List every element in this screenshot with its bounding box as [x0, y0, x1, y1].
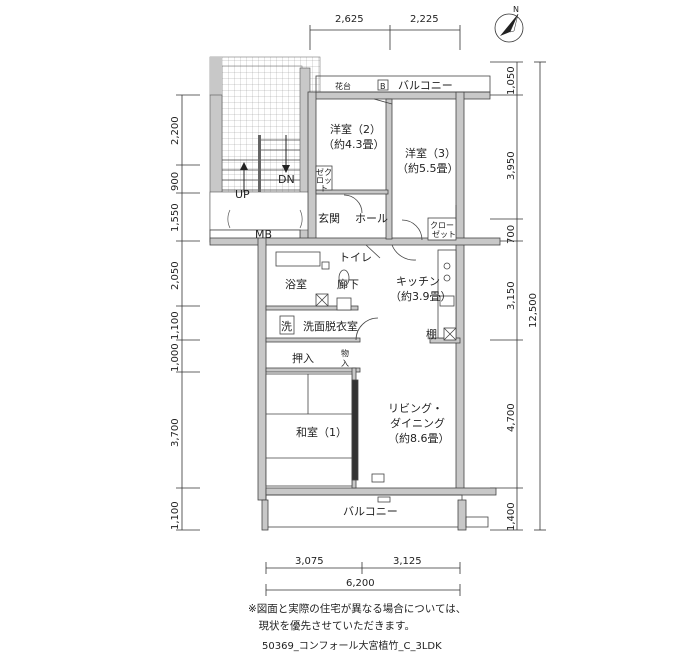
room-hall: ホール	[355, 212, 388, 225]
room-living-2: ダイニング	[390, 416, 445, 430]
room-japanese: 和室（1）	[296, 425, 347, 439]
shelf-label: 棚	[426, 327, 437, 341]
flower-box-label: 花台	[335, 81, 351, 91]
room-western3: 洋室（3）	[405, 146, 456, 160]
disclaimer-note: ※図面と実際の住宅が異なる場合については、 現状を優先させていただきます。	[248, 601, 466, 635]
dim-right-6: 1,400	[506, 502, 517, 531]
room-storage-2: 入	[341, 359, 349, 368]
balcony-south-label: バルコニー	[343, 505, 398, 518]
b-mark: B	[380, 82, 386, 91]
compass-n-label: N	[513, 5, 519, 14]
north-balcony	[315, 75, 491, 105]
closet-hall-1: クロー	[430, 221, 454, 230]
dim-left-3: 1,550	[170, 203, 181, 232]
fixtures	[265, 165, 457, 503]
dimension-lines	[176, 25, 546, 596]
room-western2: 洋室（2）	[330, 122, 381, 136]
room-genkan: 玄関	[318, 211, 340, 225]
dim-right-3: 700	[506, 225, 517, 244]
dim-right-5: 4,700	[506, 403, 517, 432]
dim-top-2: 2,225	[410, 14, 439, 25]
dim-right-4: 3,150	[506, 281, 517, 310]
dim-left-1: 2,200	[170, 116, 181, 145]
south-balcony	[261, 494, 489, 531]
closet-small-2: ロッ	[316, 176, 332, 185]
room-bath: 浴室	[285, 277, 307, 291]
room-kitchen: キッチン	[396, 275, 440, 288]
room-labels: 洋室（2） （約4.3畳） 洋室（3） （約5.5畳） キッチン （約3.9畳）…	[235, 79, 459, 518]
washer-label: 洗	[281, 320, 292, 333]
room-western3-size: （約5.5畳）	[397, 161, 459, 175]
stair-down: DN	[278, 173, 295, 186]
dim-bottom-total: 6,200	[346, 578, 375, 589]
room-western2-size: （約4.3畳）	[323, 137, 385, 151]
mb-label: MB	[255, 228, 272, 241]
stair-up: UP	[235, 188, 250, 201]
dim-right-2: 3,950	[506, 151, 517, 180]
room-storage-1: 物	[341, 348, 349, 358]
room-living-size: （約8.6畳）	[388, 431, 450, 445]
dim-left-2: 900	[170, 172, 181, 191]
closet-hall-2: ゼット	[432, 229, 456, 239]
compass-icon: N	[494, 5, 524, 43]
room-kitchen-size: （約3.9畳）	[390, 289, 452, 303]
dim-right-total: 12,500	[528, 293, 539, 328]
dim-top-1: 2,625	[335, 14, 364, 25]
dim-bottom-1: 3,075	[295, 556, 324, 567]
disclaimer-line-2: 現状を優先させていただきます。	[248, 620, 415, 632]
dim-left-4: 2,050	[170, 261, 181, 290]
room-corridor: 廊下	[337, 277, 359, 291]
dim-left-7: 3,700	[170, 418, 181, 447]
closet-small-3: ト	[320, 184, 328, 193]
dim-left-8: 1,100	[170, 501, 181, 530]
room-toilet: トイレ	[339, 251, 372, 264]
dim-left-6: 1,000	[170, 343, 181, 372]
closet-small-1: ゼク	[316, 167, 332, 177]
room-living: リビング・	[388, 401, 443, 415]
disclaimer-line-1: ※図面と実際の住宅が異なる場合については、	[248, 603, 467, 615]
balcony-north-label: バルコニー	[398, 79, 453, 92]
dim-bottom-2: 3,125	[393, 556, 422, 567]
dim-right-1: 1,050	[506, 66, 517, 95]
dim-left-5: 1,100	[170, 311, 181, 340]
dimension-text: 2,625 2,225 3,075 3,125 6,200 2,200 900 …	[170, 14, 539, 589]
room-oshiire: 押入	[292, 351, 314, 365]
stair-hall	[209, 56, 321, 243]
plan-caption: 50369_コンフォール大宮植竹_C_3LDK	[262, 641, 442, 652]
room-washroom: 洗面脱衣室	[303, 319, 358, 333]
